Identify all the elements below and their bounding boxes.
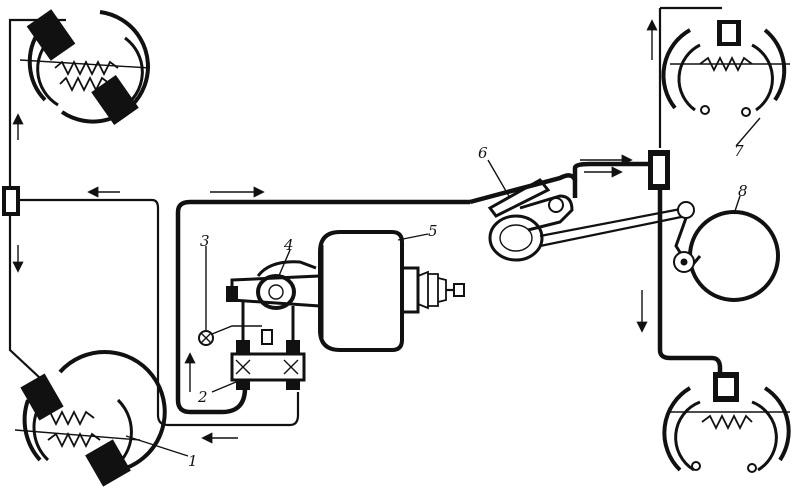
label-2: 2 [197, 388, 208, 406]
flow-arrows [12, 19, 658, 444]
label-7: 7 [734, 142, 744, 160]
label-5: 5 [428, 222, 438, 240]
rear-left-wheel-brake [14, 349, 167, 487]
label-8: 8 [738, 182, 748, 200]
rear-right-wheel-brake [661, 20, 790, 117]
label-1: 1 [188, 452, 198, 470]
pressure-switch-block [230, 300, 306, 390]
front-left-wheel-brake [19, 9, 151, 125]
front-right-wheel-brake [662, 372, 791, 473]
master-cylinder [226, 260, 322, 310]
left-brake-line [2, 18, 300, 427]
label-3: 3 [200, 232, 210, 250]
pressure-regulator [673, 201, 780, 302]
label-6: 6 [478, 144, 488, 162]
warning-lamp [198, 325, 262, 346]
vacuum-booster [318, 230, 465, 352]
label-4: 4 [283, 236, 294, 254]
brake-pedal [487, 178, 687, 262]
right-brake-line [175, 6, 723, 415]
leader-lines [125, 117, 761, 457]
